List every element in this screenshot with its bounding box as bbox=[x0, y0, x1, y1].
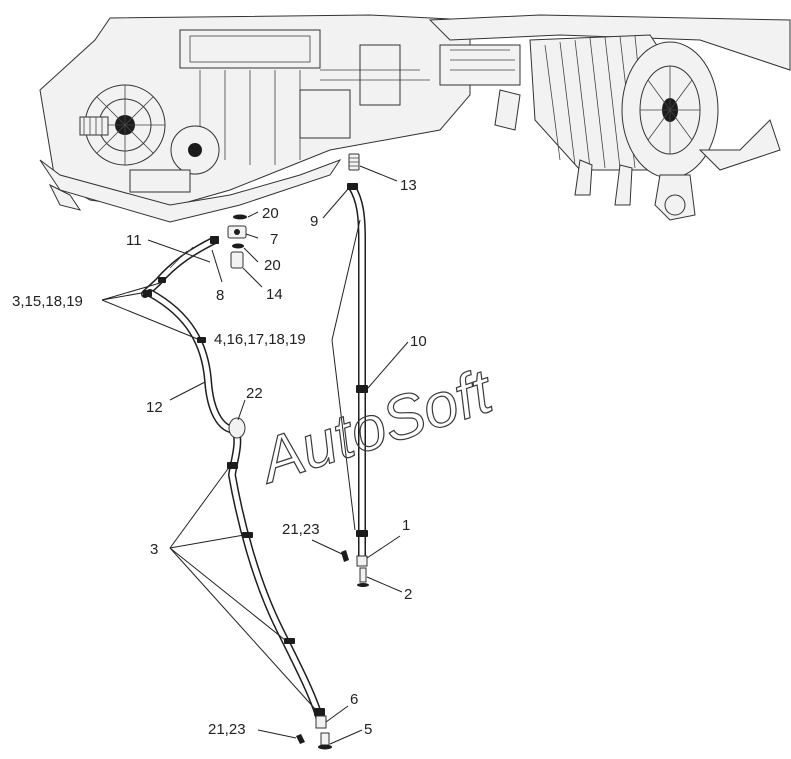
callout-4-16-17-18-19: 4,16,17,18,19 bbox=[214, 331, 306, 348]
callout-5: 5 bbox=[364, 721, 372, 738]
callout-3-15-18-19: 3,15,18,19 bbox=[12, 293, 83, 310]
callout-8: 8 bbox=[216, 287, 224, 304]
callout-13: 13 bbox=[400, 177, 417, 194]
callout-21-23-upper: 21,23 bbox=[282, 521, 320, 538]
callout-22: 22 bbox=[246, 385, 263, 402]
valve-5 bbox=[320, 732, 330, 746]
callout-14: 14 bbox=[266, 286, 283, 303]
valve-2 bbox=[359, 567, 367, 583]
watermark: AutoSoft bbox=[249, 356, 503, 497]
callout-12: 12 bbox=[146, 399, 163, 416]
callout-9: 9 bbox=[310, 213, 318, 230]
callout-7: 7 bbox=[270, 231, 278, 248]
air-cleaner-assembly bbox=[428, 14, 791, 221]
adapter-14 bbox=[230, 251, 244, 269]
hose-12 bbox=[146, 289, 240, 434]
washer-20-top bbox=[233, 214, 247, 220]
connector-6 bbox=[315, 715, 327, 729]
hose-group bbox=[141, 183, 369, 750]
tie-21-23-upper bbox=[341, 550, 349, 562]
callout-2: 2 bbox=[404, 586, 412, 603]
callout-20-bottom: 20 bbox=[264, 257, 281, 274]
callout-20-top: 20 bbox=[262, 205, 279, 222]
connector-1 bbox=[356, 555, 368, 567]
engine-assembly bbox=[39, 14, 471, 223]
callout-1: 1 bbox=[402, 517, 410, 534]
fitting-group bbox=[227, 153, 360, 269]
callout-10: 10 bbox=[410, 333, 427, 350]
leader-lines bbox=[101, 165, 409, 745]
elbow-22 bbox=[228, 417, 246, 439]
callout-6: 6 bbox=[350, 691, 358, 708]
washer-20-bottom bbox=[232, 243, 244, 249]
callout-3: 3 bbox=[150, 541, 158, 558]
tie-21-23-lower bbox=[296, 734, 305, 744]
callouts: 11 3,15,18,19 12 8 20 7 20 14 9 13 4,16,… bbox=[12, 177, 427, 738]
callout-11: 11 bbox=[126, 232, 142, 249]
callout-21-23-lower: 21,23 bbox=[208, 721, 246, 738]
